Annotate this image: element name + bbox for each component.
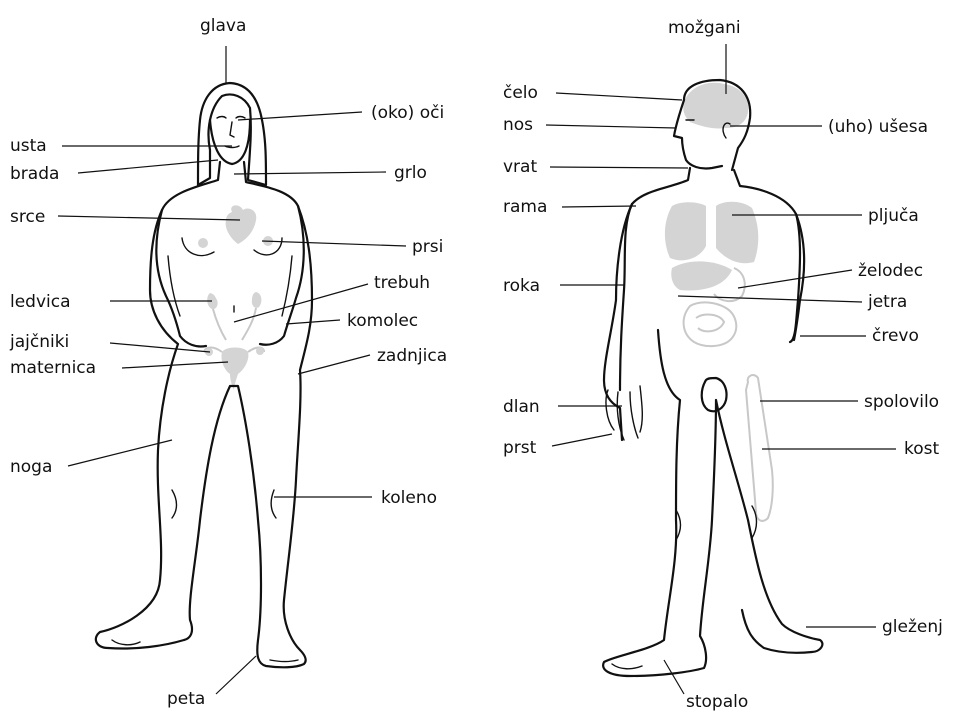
label-roka: roka [503,276,540,296]
male-body-outline [603,168,822,676]
leader-lines [58,44,896,694]
female-left-breast [182,238,214,256]
femur-bone [746,375,773,521]
leader-oko [238,112,362,120]
liver-organ [671,261,732,290]
label-uho-usesa: (uho) ušesa [828,117,928,137]
female-left-arm [156,210,206,347]
female-face [210,120,250,164]
ureter-right [242,308,256,340]
male-foot-toes [612,664,642,669]
label-pljuca: pljuča [868,206,919,226]
female-eye-left [217,117,226,119]
leader-jetra [678,296,862,302]
label-jajcniki: jajčniki [10,332,69,352]
leader-srce [58,216,240,220]
male-genital [702,378,727,411]
ureter-left [213,309,226,340]
leader-noga [68,440,172,466]
label-prsi: prsi [412,237,443,257]
label-grlo: grlo [394,163,427,183]
label-koleno: koleno [381,488,437,508]
label-usta: usta [10,136,47,156]
female-hair [198,83,266,185]
label-komolec: komolec [347,311,418,331]
female-left-foot-toes [112,640,140,645]
label-peta: peta [167,689,205,709]
leader-grlo [234,172,386,174]
right-ovary [256,347,264,355]
label-srce: srce [10,207,45,227]
label-maternica: maternica [10,358,96,378]
label-kost: kost [904,439,939,459]
label-ledvica: ledvica [10,292,71,312]
female-body-outline [96,162,312,667]
leader-rama [562,206,636,207]
leader-celo [556,93,682,100]
label-glava: glava [200,16,246,36]
label-zadnjica: zadnjica [377,346,447,366]
female-right-knee [271,490,276,518]
label-celo: čelo [503,83,538,103]
male-hand [606,386,642,440]
right-kidney-organ [252,292,262,308]
female-figure [96,83,312,667]
female-right-foot-toes [270,660,298,662]
left-breast-gland [198,238,208,248]
label-prst: prst [503,438,536,458]
leader-zelodec [738,270,852,288]
female-left-knee [172,490,177,518]
leader-nos [546,125,676,128]
label-crevo: črevo [872,326,919,346]
male-figure [603,80,822,676]
label-oko-oci: (oko) oči [371,103,444,123]
label-trebuh: trebuh [374,273,430,293]
label-nos: nos [503,115,533,135]
label-noga: noga [10,457,52,477]
leader-vrat [550,167,688,168]
intestines-organ [684,302,737,346]
label-stopalo: stopalo [686,692,748,712]
uterus-organ [221,348,248,391]
heart-organ [226,205,257,244]
leader-prsi [262,241,406,246]
label-spolovilo: spolovilo [864,392,939,412]
brain-organ [683,83,748,129]
label-brada: brada [10,164,59,184]
leader-peta [216,656,256,694]
female-eye-right [236,117,245,119]
male-arm-left [604,204,632,440]
female-nose [230,122,234,137]
label-mozgani: možgani [668,18,741,38]
leader-zadnjica [298,355,370,374]
lungs-organ [665,202,758,264]
label-vrat: vrat [503,157,537,177]
leader-maternica [122,362,228,368]
female-right-arm [260,206,304,345]
label-zelodec: želodec [858,261,923,281]
label-glezenj: gleženj [882,617,943,637]
label-dlan: dlan [503,397,540,417]
label-jetra: jetra [868,292,907,312]
label-rama: rama [503,197,547,217]
leader-prst [552,434,612,446]
leader-komolec [286,320,340,324]
leader-stopalo [664,660,684,694]
leader-jajcniki [110,343,210,352]
